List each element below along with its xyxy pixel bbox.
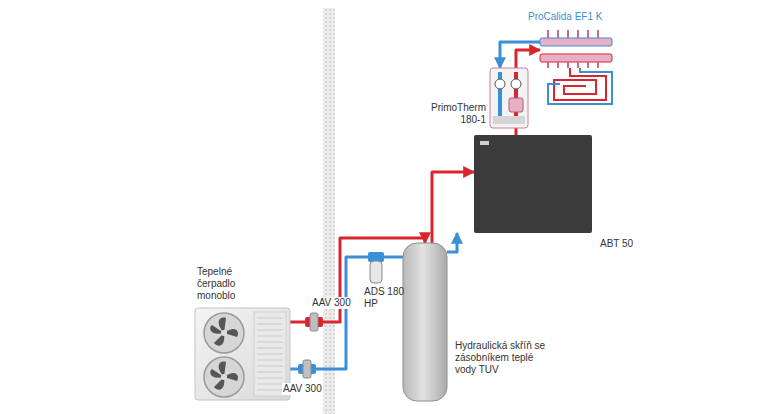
valve-return: [298, 360, 316, 378]
component-label: Hydraulická skříň se zásobníkem teplé vo…: [455, 340, 547, 376]
component-label: AAV 300: [282, 383, 323, 395]
supply-pipe: [516, 50, 540, 68]
valve: AAV 300: [298, 360, 316, 378]
valve: AAV 300: [305, 313, 323, 331]
component-label: AAV 300: [311, 297, 352, 309]
component-label: ABT 50: [600, 238, 633, 250]
return-pipe: [290, 368, 298, 371]
component-label: Tepelné čerpadlo monoblo: [197, 266, 259, 302]
supply-pipe: [432, 172, 474, 243]
pump-group: PrimoTherm 180-1: [490, 68, 528, 128]
return-pipe: [447, 233, 457, 252]
manifold: [540, 30, 612, 104]
buffer-box: ABT 50: [474, 135, 592, 233]
wall: [323, 8, 335, 414]
heat-pump-unit: Tepelné čerpadlo monoblo: [195, 308, 290, 400]
return-pipe: [500, 42, 540, 68]
component-label: ProCalida EF1 K: [528, 11, 602, 23]
pump-group: [490, 68, 528, 128]
return-pipe: [384, 256, 403, 259]
supply-pipe: [515, 128, 518, 135]
return-pipe: [316, 257, 368, 369]
buffer-unit: [474, 135, 592, 233]
supply-pipe: [290, 321, 305, 324]
filter: [368, 252, 384, 283]
component-label: ADS 180 HP: [364, 286, 410, 310]
valve-supply: [305, 313, 323, 331]
tank: [403, 243, 447, 401]
filter: ADS 180 HP: [368, 252, 384, 283]
component-label: PrimoTherm 180-1: [428, 102, 486, 126]
tank: Hydraulická skříň se zásobníkem teplé vo…: [403, 243, 447, 401]
wall-texture: [323, 8, 335, 414]
heat-pump: [195, 308, 290, 400]
manifold: ProCalida EF1 K: [540, 30, 612, 106]
